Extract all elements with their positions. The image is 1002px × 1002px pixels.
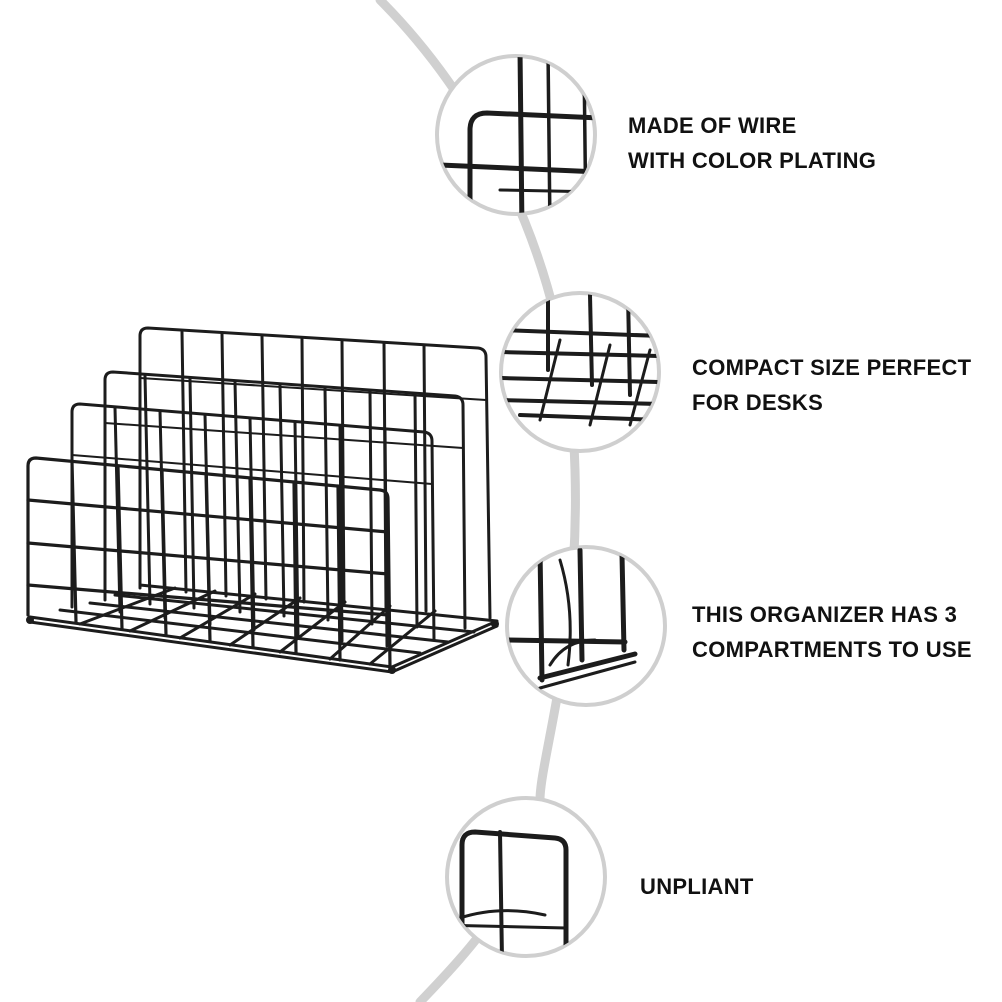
feature-line: MADE OF WIRE [628,113,797,138]
organizer-divider-middle [103,370,467,630]
feature-line: COMPARTMENTS TO USE [692,637,972,662]
organizer-divider-front [26,456,392,670]
feature-line: COMPACT SIZE PERFECT [692,355,972,380]
feature-text-compact-size: COMPACT SIZE PERFECT FOR DESKS [692,350,971,420]
wire-base-closeup-icon [502,294,658,427]
feature-line: THIS ORGANIZER HAS 3 [692,602,958,627]
wire-file-organizer-icon [26,326,499,674]
detail-circle-3 [505,545,667,707]
wire-divider-closeup-icon [508,548,638,690]
organizer-divider-back [138,326,492,620]
feature-line: UNPLIANT [640,874,754,899]
detail-circle-2 [499,291,661,453]
organizer-feet [26,616,499,674]
feature-text-wire-plating: MADE OF WIRE WITH COLOR PLATING [628,108,876,178]
feature-line: FOR DESKS [692,390,824,415]
feature-text-compartments: THIS ORGANIZER HAS 3 COMPARTMENTS TO USE [692,597,972,667]
feature-line: WITH COLOR PLATING [628,148,877,173]
detail-circle-1 [435,54,597,216]
detail-circle-4 [445,796,607,958]
feature-text-unpliant: UNPLIANT [640,869,754,904]
